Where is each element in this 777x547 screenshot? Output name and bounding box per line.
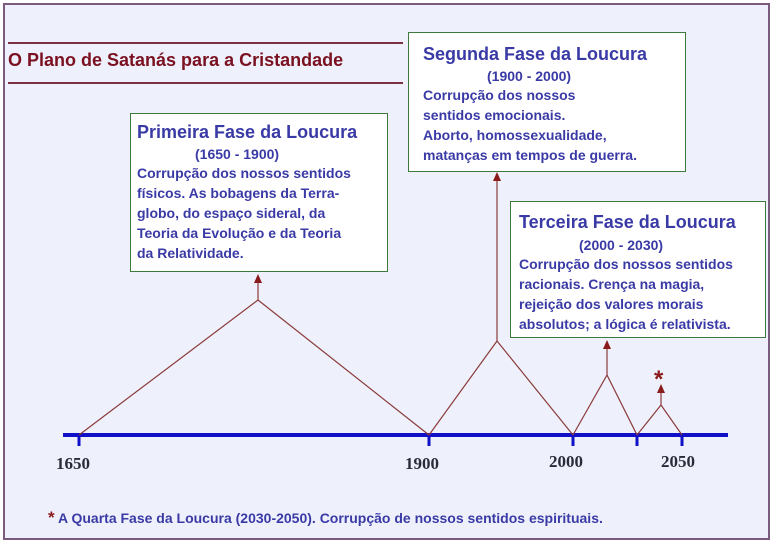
timeline-label-1900: 1900 (405, 454, 439, 473)
phase-4-arrowhead (657, 384, 665, 393)
phase-1-text: Corrupção dos nossos sentidos físicos. A… (137, 165, 351, 261)
phase-1-box: Primeira Fase da Loucura (1650 - 1900) C… (130, 113, 388, 272)
phase-2-dates: (1900 - 2000) (487, 68, 572, 84)
phase-3-heading: Terceira Fase da Loucura (519, 212, 736, 232)
footnote: * A Quarta Fase da Loucura (2030-2050). … (48, 508, 603, 528)
phase-3-box: Terceira Fase da Loucura (2000 - 2030) C… (510, 201, 766, 338)
phase-3-peak (572, 373, 638, 436)
phase-2-text: Corrupção dos nossos sentidos emocionais… (423, 87, 637, 163)
phase-2-peak (428, 340, 574, 436)
phase-4-peak (636, 403, 683, 436)
phase-3-dates: (2000 - 2030) (579, 237, 664, 253)
phase-1-dates: (1650 - 1900) (195, 146, 280, 162)
footnote-star: * (48, 508, 55, 527)
phase-2-heading: Segunda Fase da Loucura (423, 44, 648, 64)
fourth-phase-marker: * (654, 366, 664, 393)
diagram-title: O Plano de Satanás para a Cristandade (8, 50, 344, 70)
timeline-label-1650: 1650 (56, 454, 90, 473)
phase-2-box: Segunda Fase da Loucura (1900 - 2000) Co… (408, 32, 686, 172)
phase-1-arrowhead (254, 274, 262, 283)
phase-2-arrowhead (493, 172, 501, 181)
title-rule-bottom (8, 82, 403, 84)
phase-1-heading: Primeira Fase da Loucura (137, 122, 358, 142)
phase-3-text: Corrupção dos nossos sentidos racionais.… (519, 256, 733, 332)
footnote-text: A Quarta Fase da Loucura (2030-2050). Co… (54, 510, 603, 526)
timeline-label-2050: 2050 (661, 452, 695, 471)
title-rule-top (8, 42, 403, 44)
timeline-label-2000: 2000 (549, 452, 583, 471)
phase-3-arrowhead (603, 340, 611, 349)
phase-1-peak (78, 299, 430, 436)
